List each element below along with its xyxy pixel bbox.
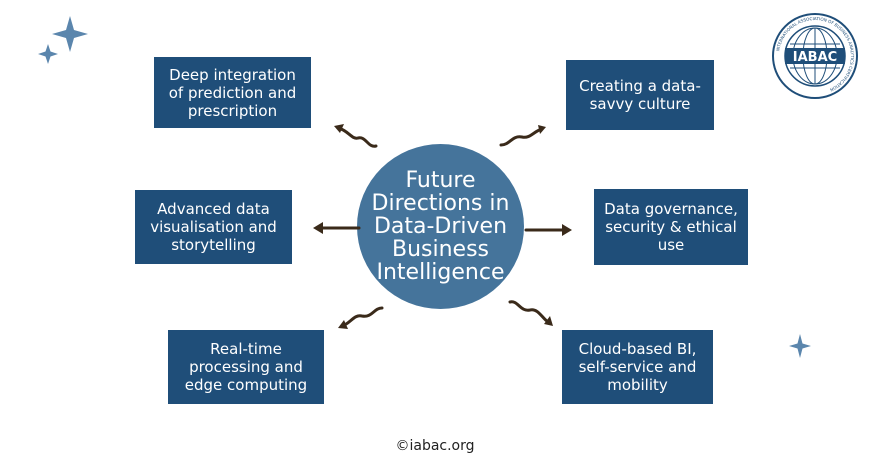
center-circle: Future Directions in Data-Driven Busines… — [357, 144, 524, 309]
box-bottom-right: Cloud-based BI, self-service and mobilit… — [562, 330, 713, 404]
arrow-top-right-icon — [499, 125, 546, 147]
arrow-mid-left-icon — [313, 222, 361, 234]
box-bottom-left: Real-time processing and edge computing — [168, 330, 324, 404]
iabac-logo: IABAC INTERNATIONAL ASSOCIATION OF BUSIN… — [771, 12, 859, 100]
box-bottom-right-text: Cloud-based BI, self-service and mobilit… — [578, 340, 697, 394]
box-bottom-left-text: Real-time processing and edge computing — [184, 340, 308, 394]
box-top-right: Creating a data- savvy culture — [566, 60, 714, 130]
box-mid-left-text: Advanced data visualisation and storytel… — [150, 200, 277, 254]
box-mid-left: Advanced data visualisation and storytel… — [135, 190, 292, 264]
arrow-bottom-right-icon — [508, 300, 553, 326]
box-mid-right-text: Data governance, security & ethical use — [604, 200, 738, 254]
box-mid-right: Data governance, security & ethical use — [594, 189, 748, 265]
logo-text: IABAC — [793, 50, 837, 65]
box-top-left-text: Deep integration of prediction and presc… — [168, 65, 297, 120]
center-title: Future Directions in Data-Driven Busines… — [371, 168, 510, 285]
credit-text: ©iabac.org — [395, 438, 475, 454]
arrow-bottom-left-icon — [338, 306, 384, 329]
box-top-right-text: Creating a data- savvy culture — [579, 77, 701, 113]
sparkle-icon — [789, 334, 811, 358]
arrow-mid-right-icon — [524, 224, 572, 236]
sparkle-icon — [38, 16, 88, 64]
arrow-top-left-icon — [334, 124, 378, 148]
box-top-left: Deep integration of prediction and presc… — [154, 57, 311, 128]
